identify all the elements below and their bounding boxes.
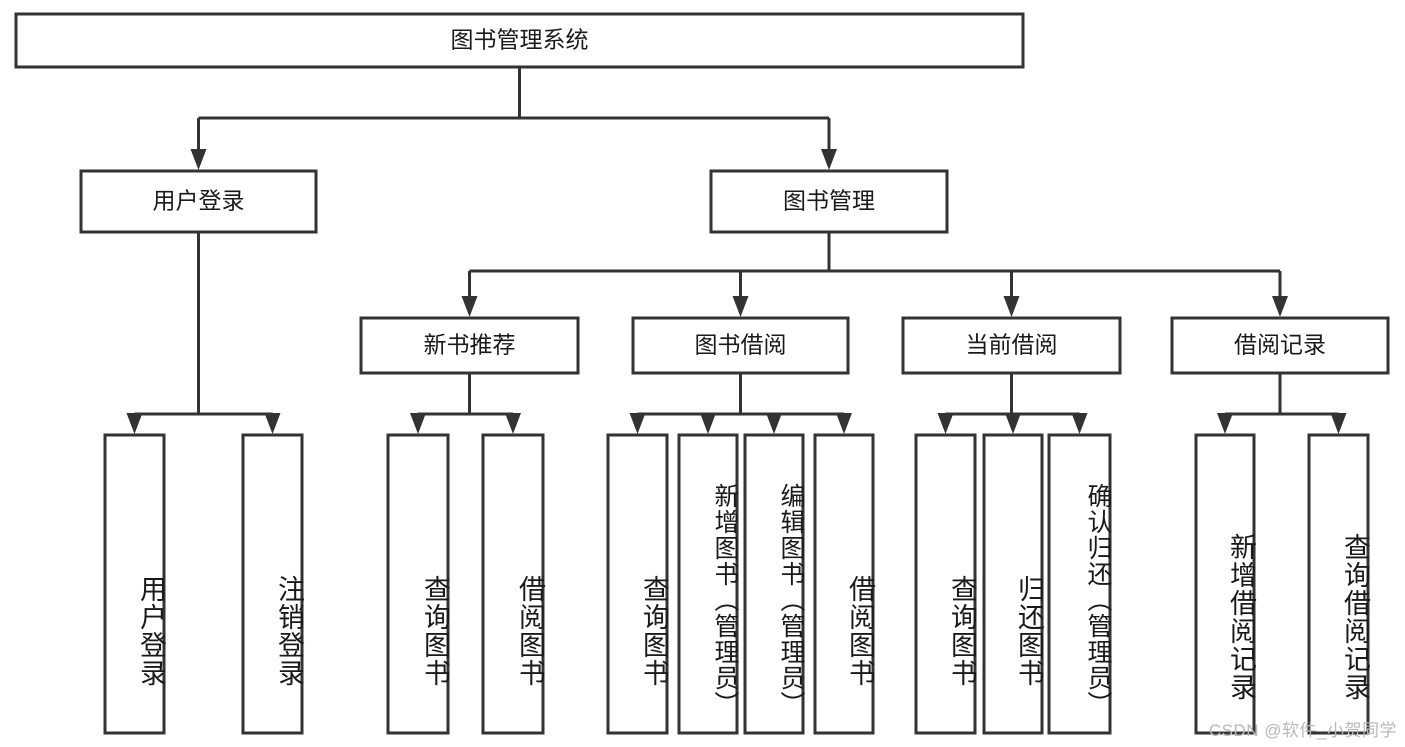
node-book-manage-box[interactable] bbox=[709, 169, 949, 234]
arrow-to-leaf-add-borrow-record bbox=[1217, 413, 1233, 434]
node-leaf-query-book-rec-box[interactable] bbox=[386, 433, 450, 735]
arrow-to-book-manage bbox=[821, 149, 837, 170]
node-borrow-record-label: 借阅记录 bbox=[1234, 332, 1326, 358]
watermark-text: CSDN @软件_小贺同学 bbox=[1208, 721, 1397, 740]
node-leaf-query-book-borrow-box[interactable] bbox=[606, 433, 669, 735]
arrow-to-leaf-confirm-return bbox=[1071, 413, 1088, 434]
node-leaf-confirm-return-box[interactable] bbox=[1047, 433, 1112, 735]
node-book-borrow-label: 图书借阅 bbox=[695, 332, 787, 358]
node-current-borrow-box[interactable] bbox=[901, 316, 1122, 375]
node-leaf-borrow-book-box[interactable] bbox=[813, 433, 875, 735]
node-leaf-borrow-book-rec-box[interactable] bbox=[481, 433, 545, 735]
arrow-to-leaf-user-login bbox=[126, 413, 143, 434]
node-user-login-box[interactable] bbox=[79, 169, 318, 234]
arrow-to-leaf-add-book bbox=[700, 413, 716, 434]
node-user-login-label: 用户登录 bbox=[153, 188, 245, 214]
node-leaf-user-logout-box[interactable] bbox=[241, 433, 304, 735]
node-leaf-edit-book-box[interactable] bbox=[743, 433, 805, 735]
arrow-to-leaf-query-book-current bbox=[937, 413, 954, 434]
arrow-to-leaf-query-book-borrow bbox=[629, 413, 646, 434]
arrow-to-new-book-rec bbox=[461, 296, 478, 317]
arrow-to-user-login bbox=[190, 149, 207, 170]
arrow-to-leaf-query-book-rec bbox=[410, 413, 426, 434]
arrow-to-leaf-borrow-book bbox=[836, 413, 852, 434]
node-leaf-add-book-box[interactable] bbox=[677, 433, 739, 735]
arrow-to-leaf-borrow-book-rec bbox=[505, 413, 521, 434]
arrow-to-leaf-edit-book bbox=[766, 413, 782, 434]
arrow-to-current-borrow bbox=[1003, 296, 1020, 317]
node-current-borrow-label: 当前借阅 bbox=[966, 332, 1058, 358]
node-new-book-rec-box[interactable] bbox=[359, 316, 580, 375]
node-new-book-rec-label: 新书推荐 bbox=[424, 332, 516, 358]
arrow-to-leaf-return-book bbox=[1005, 413, 1021, 434]
node-leaf-return-book-box[interactable] bbox=[982, 433, 1044, 735]
node-leaf-query-borrow-record-box[interactable] bbox=[1307, 433, 1370, 735]
node-root-box[interactable] bbox=[14, 12, 1025, 69]
connector-group bbox=[126, 67, 1347, 434]
node-leaf-add-borrow-record-box[interactable] bbox=[1194, 433, 1256, 735]
node-book-borrow-box[interactable] bbox=[631, 316, 850, 375]
arrow-to-leaf-user-logout bbox=[264, 413, 281, 434]
arrow-to-borrow-record bbox=[1272, 296, 1288, 317]
arrow-to-book-borrow bbox=[732, 296, 749, 317]
node-root-label: 图书管理系统 bbox=[451, 27, 589, 53]
node-leaf-user-login-box[interactable] bbox=[103, 433, 166, 735]
node-book-manage-label: 图书管理 bbox=[783, 188, 875, 214]
node-leaf-query-book-current-box[interactable] bbox=[914, 433, 977, 735]
arrow-to-leaf-query-borrow-record bbox=[1330, 413, 1347, 434]
node-borrow-record-box[interactable] bbox=[1170, 316, 1390, 375]
